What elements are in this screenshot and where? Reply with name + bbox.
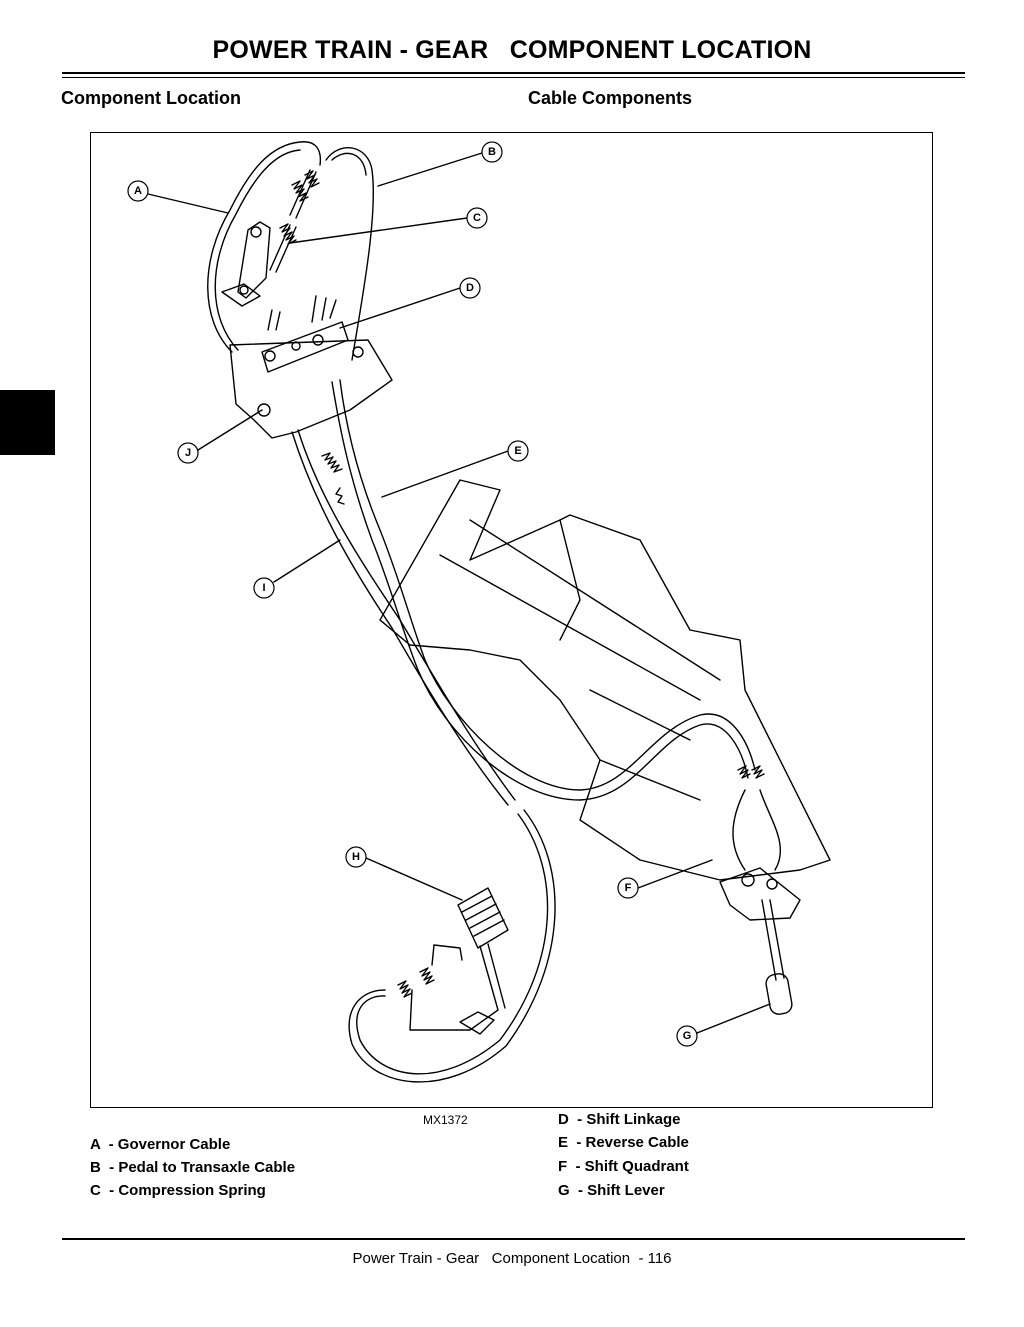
leader-line-d [339, 287, 461, 329]
callout-badges [127, 141, 698, 1047]
leader-line-b [377, 152, 483, 187]
leader-line-j [197, 409, 263, 451]
leader-line-c [289, 217, 468, 244]
page-title: POWER TRAIN - GEAR COMPONENT LOCATION [212, 36, 812, 64]
header-rule-thin [62, 77, 965, 78]
page-footer: Power Train - Gear Component Location - … [352, 1250, 672, 1267]
callout-c: C [473, 212, 481, 224]
callout-h: H [352, 851, 360, 863]
callout-d: D [466, 282, 474, 294]
callout-g: G [683, 1030, 692, 1042]
header-rule-thick [62, 72, 965, 74]
figure-id: MX1372 [423, 1113, 468, 1127]
leader-line-i [273, 539, 341, 583]
callout-i: I [262, 582, 265, 594]
governor-cable [207, 141, 322, 353]
section-tab-marker [0, 390, 55, 455]
callout-j: J [185, 447, 191, 459]
legend-item-a: A - Governor Cable [90, 1136, 231, 1153]
shift-linkage [229, 295, 393, 439]
legend-item-e: E - Reverse Cable [558, 1134, 689, 1151]
callout-b: B [488, 146, 496, 158]
leader-line-a [147, 193, 229, 214]
compression-spring-upper [269, 169, 320, 273]
shift-lever [761, 899, 793, 1015]
brake-pedal [409, 887, 509, 1035]
legend-item-c: C - Compression Spring [90, 1182, 266, 1199]
legend-item-f: F - Shift Quadrant [558, 1158, 689, 1175]
leader-line-e [381, 450, 509, 498]
pedal-to-transaxle-cable [325, 147, 375, 361]
callout-e: E [514, 445, 521, 457]
shift-quadrant [719, 765, 801, 921]
section-heading-component-location: Component Location [61, 88, 241, 108]
legend-item-b: B - Pedal to Transaxle Cable [90, 1159, 296, 1176]
section-heading-cable-components: Cable Components [528, 88, 693, 108]
callout-f: F [625, 882, 632, 894]
footer-rule [62, 1238, 965, 1240]
leader-line-f [637, 859, 713, 889]
reverse-cable [339, 379, 756, 791]
leader-line-g [696, 1003, 771, 1034]
legend-item-g: G - Shift Lever [558, 1182, 665, 1199]
callout-a: A [134, 185, 142, 197]
leader-line-h [365, 857, 463, 901]
figure-frame [90, 132, 933, 1108]
legend-item-d: D - Shift Linkage [558, 1111, 681, 1128]
transaxle-housing [379, 479, 831, 881]
